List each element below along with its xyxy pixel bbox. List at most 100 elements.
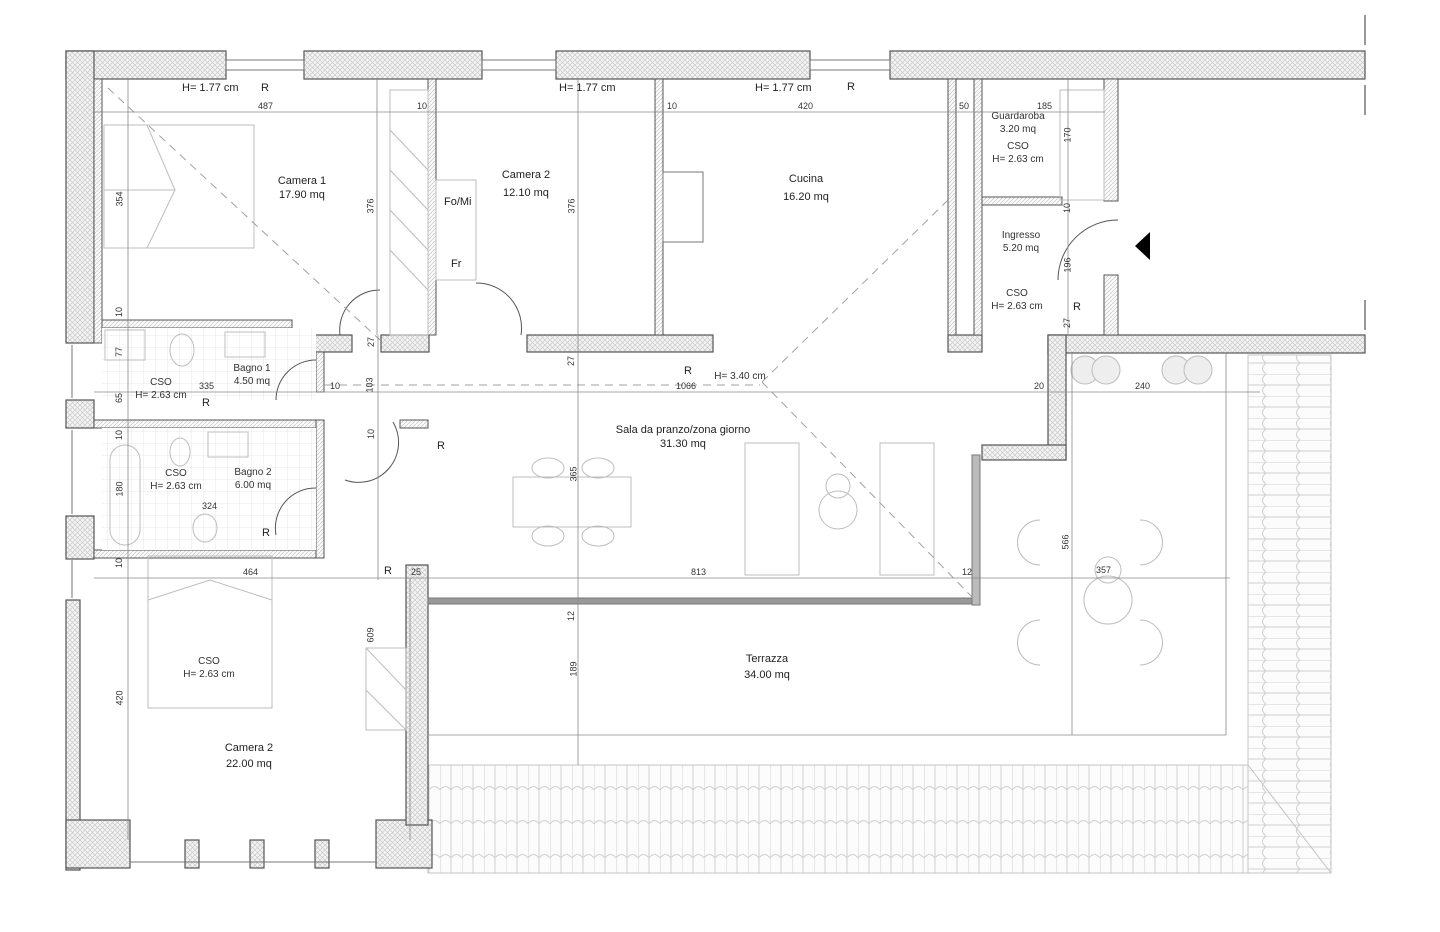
windows [71, 59, 981, 863]
room-label-camera2-top: Camera 2 12.10 mq [502, 169, 550, 201]
room-label-cucina: Cucina 16.20 mq [783, 173, 829, 205]
room-name: Guardaroba [991, 111, 1045, 122]
dimension-label: 65 [114, 392, 125, 404]
dimension-label: 357 [1096, 565, 1112, 575]
room-label-sala: Sala da pranzo/zona giorno 31.30 mq [616, 424, 751, 452]
dimension-label: 27 [366, 336, 377, 348]
oven-microwave-label: Fo/Mi [444, 196, 472, 208]
room-name: Bagno 1 [233, 363, 271, 374]
radiator-mark: R [262, 527, 270, 539]
entry-arrow-icon [1135, 232, 1150, 260]
dimension-label: 77 [114, 346, 125, 358]
radiator-mark: R [847, 81, 855, 93]
dimension-label: 103 [364, 377, 375, 393]
dimension-label: 420 [114, 690, 125, 706]
dimension-label: 240 [1135, 381, 1151, 391]
radiator-mark: R [437, 440, 445, 452]
room-label-bagno2: Bagno 2 6.00 mq [234, 467, 271, 492]
dimension-label: 335 [199, 381, 215, 391]
room-name: Ingresso [1001, 230, 1041, 241]
dimension-label: 487 [258, 101, 274, 111]
dimension-label: 566 [1060, 534, 1071, 550]
dimension-label: 10 [330, 381, 341, 391]
room-name: Bagno 2 [234, 467, 272, 478]
furniture [103, 89, 1213, 731]
room-area: 31.30 mq [660, 437, 706, 450]
dimension-label: 609 [365, 627, 376, 643]
bagno2-floor [102, 428, 316, 550]
ceiling-slope-lines [107, 87, 976, 601]
dimension-label: 10 [114, 429, 125, 441]
dimension-label: 1066 [676, 381, 697, 391]
dimension-lines [94, 79, 1260, 840]
dimension-label: 170 [1062, 127, 1073, 143]
dimension-label: 20 [1034, 381, 1045, 391]
ingresso-height-label: CSO H= 2.63 cm [991, 288, 1042, 313]
room-label-ingresso: Ingresso 5.20 mq [1002, 230, 1040, 255]
bagno2-height-label: CSO H= 2.63 cm [150, 468, 201, 493]
room-area: 5.20 mq [1002, 242, 1040, 254]
dimension-label: 27 [566, 355, 577, 367]
room-label-guardaroba: Guardaroba 3.20 mq CSO H= 2.63 cm [991, 111, 1044, 166]
room-area: 3.20 mq [999, 123, 1037, 135]
dimension-label: 50 [959, 101, 970, 111]
bagno1-floor [102, 328, 316, 400]
camera2b-height-label: CSO H= 2.63 cm [183, 656, 234, 681]
room-height: H= 2.63 cm [992, 153, 1044, 165]
dimension-label: 27 [1062, 317, 1073, 329]
radiator-mark: R [684, 365, 692, 377]
dimension-label: 10 [667, 101, 678, 111]
room-label-camera2-bottom: Camera 2 22.00 mq [225, 742, 273, 772]
radiator-mark: R [261, 82, 269, 94]
radiator-mark: R [384, 565, 392, 577]
dimension-label: 324 [202, 501, 218, 511]
dimension-label: 464 [243, 567, 259, 577]
room-area: 16.20 mq [783, 190, 829, 203]
exterior-walls [65, 50, 1366, 871]
room-height: H= 2.63 cm [135, 389, 187, 401]
dimension-label: 813 [691, 567, 707, 577]
room-name: Sala da pranzo/zona giorno [615, 424, 751, 436]
dimension-label: 10 [1062, 202, 1073, 214]
room-label-terrazza: Terrazza 34.00 mq [744, 653, 790, 683]
dimension-label: 420 [798, 101, 814, 111]
dimension-label: 365 [568, 466, 579, 482]
dimension-label: 25 [411, 567, 422, 577]
room-name: Terrazza [745, 653, 789, 665]
room-height: H= 2.63 cm [150, 480, 202, 492]
room-note: CSO [165, 468, 187, 479]
window-height-label: H= 1.77 cm [559, 82, 616, 94]
dimension-label: 10 [417, 101, 428, 111]
dimension-label: 376 [365, 198, 376, 214]
room-note: CSO [1006, 288, 1028, 299]
room-name: Camera 2 [501, 169, 551, 181]
room-area: 4.50 mq [233, 375, 271, 387]
window-height-label: H= 1.77 cm [755, 82, 812, 94]
room-area: 34.00 mq [744, 668, 790, 681]
room-area: 17.90 mq [279, 188, 325, 201]
dimension-label: 196 [1062, 257, 1073, 273]
fridge-label: Fr [451, 258, 462, 270]
dimension-label: 12 [566, 610, 577, 622]
dimension-label: 189 [568, 661, 579, 677]
room-label-bagno1: Bagno 1 4.50 mq [233, 363, 270, 388]
room-note: CSO [150, 377, 172, 388]
room-note: CSO [198, 656, 220, 667]
room-note: CSO [1007, 141, 1029, 152]
radiator-mark: R [202, 397, 210, 409]
room-height: H= 2.63 cm [991, 300, 1043, 312]
bagno1-height-label: CSO H= 2.63 cm [135, 377, 186, 402]
dimension-label: 180 [114, 481, 125, 497]
doors [274, 219, 1119, 536]
room-area: 6.00 mq [234, 479, 272, 491]
room-area: 22.00 mq [226, 757, 272, 770]
dimension-label: 10 [114, 557, 125, 569]
dimension-label: 10 [114, 306, 125, 318]
dimension-label: 12 [962, 567, 973, 577]
room-label-camera1: Camera 1 17.90 mq [278, 175, 326, 203]
room-height: H= 2.63 cm [183, 668, 235, 680]
radiator-mark: R [1073, 301, 1081, 313]
window-height-label: H= 1.77 cm [182, 82, 239, 94]
room-name: Camera 1 [277, 175, 327, 187]
